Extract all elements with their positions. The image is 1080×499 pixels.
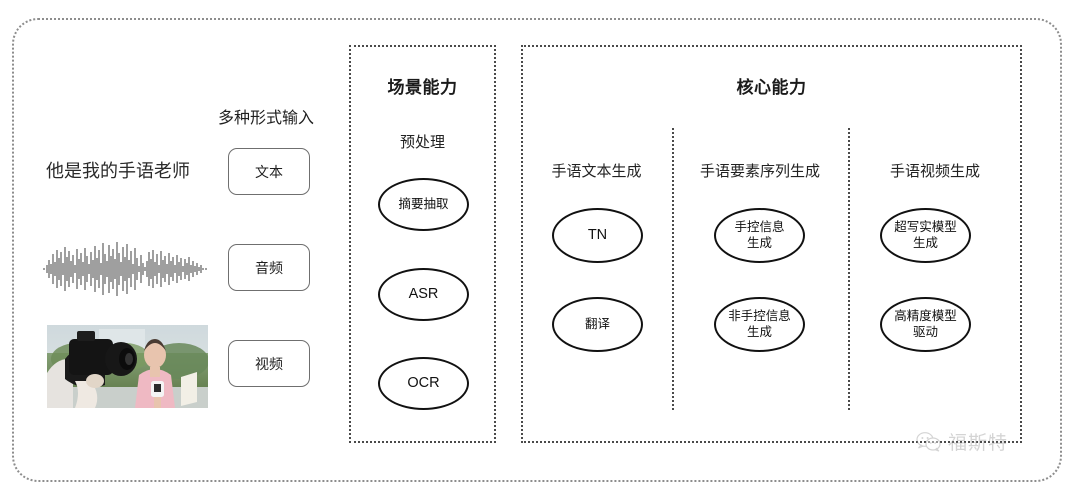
- wechat-icon: [916, 431, 942, 453]
- node-label: TN: [587, 226, 608, 243]
- core-capability-panel: 核心能力: [521, 45, 1022, 443]
- node-label: 手控信息 生成: [734, 220, 785, 250]
- modality-label: 视频: [255, 355, 283, 372]
- modality-box-audio[interactable]: 音频: [228, 244, 310, 291]
- node-high-precision-model-driving[interactable]: 高精度模型 驱动: [880, 297, 971, 352]
- sample-text-line: 他是我的手语老师: [46, 161, 190, 181]
- core-column-head-sign-video-generation: 手语视频生成: [889, 163, 980, 180]
- core-column-head-sign-text-generation: 手语文本生成: [551, 163, 642, 180]
- node-label: ASR: [408, 285, 439, 302]
- core-column-divider-1: [672, 128, 674, 410]
- node-label: 高精度模型 驱动: [894, 309, 957, 339]
- node-manual-info-generation[interactable]: 手控信息 生成: [714, 208, 805, 263]
- scene-capability-panel: 场景能力: [349, 45, 496, 443]
- watermark: 福斯特: [916, 428, 1008, 455]
- node-asr[interactable]: ASR: [378, 268, 469, 321]
- modality-label: 音频: [255, 259, 283, 276]
- node-hyperrealistic-model-generation[interactable]: 超写实模型 生成: [880, 208, 971, 263]
- audio-waveform-icon: [42, 238, 210, 300]
- node-label: 非手控信息 生成: [728, 309, 791, 339]
- core-panel-title: 核心能力: [736, 78, 807, 97]
- video-thumbnail-photo: [47, 325, 208, 408]
- outer-frame: [12, 18, 1062, 482]
- core-column-head-sign-element-sequence-generation: 手语要素序列生成: [699, 163, 820, 180]
- input-section-heading: 多种形式输入: [218, 110, 315, 127]
- core-column-divider-2: [848, 128, 850, 410]
- node-label: 摘要抽取: [398, 196, 449, 211]
- node-tn[interactable]: TN: [552, 208, 643, 263]
- node-ocr[interactable]: OCR: [378, 357, 469, 410]
- scene-panel-title: 场景能力: [387, 78, 458, 97]
- node-non-manual-info-generation[interactable]: 非手控信息 生成: [714, 297, 805, 352]
- modality-box-text[interactable]: 文本: [228, 148, 310, 195]
- watermark-text: 福斯特: [948, 433, 1009, 454]
- node-label: 翻译: [584, 316, 610, 331]
- scene-group-label: 预处理: [399, 134, 445, 151]
- node-abstract-extraction[interactable]: 摘要抽取: [378, 178, 469, 231]
- modality-box-video[interactable]: 视频: [228, 340, 310, 387]
- node-label: OCR: [407, 374, 440, 391]
- node-translation[interactable]: 翻译: [552, 297, 643, 352]
- modality-label: 文本: [255, 163, 283, 180]
- node-label: 超写实模型 生成: [894, 220, 957, 250]
